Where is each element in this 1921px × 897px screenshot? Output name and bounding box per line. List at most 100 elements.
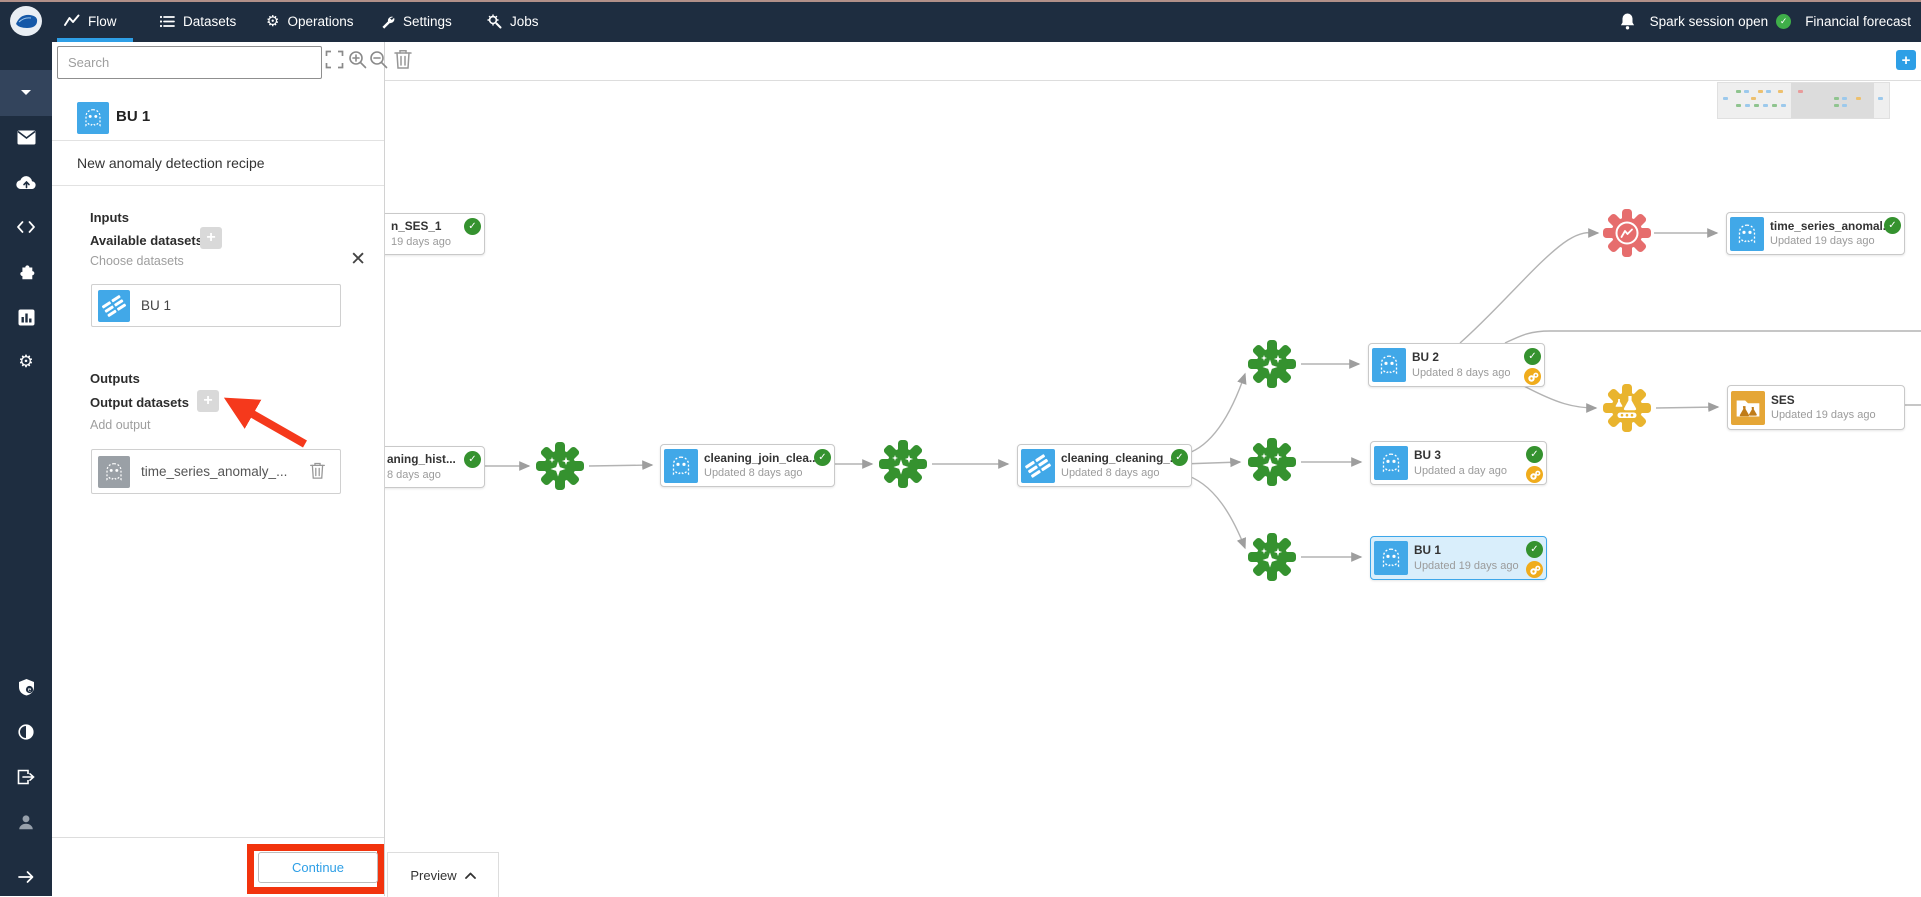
input-dataset-name: BU 1 bbox=[141, 298, 172, 313]
recipe-prepare-gear-icon[interactable] bbox=[536, 442, 584, 490]
charts-icon[interactable] bbox=[0, 300, 52, 334]
flow-node-bu-2[interactable]: BU 2 Updated 8 days ago ✓ bbox=[1368, 343, 1545, 387]
tab-settings[interactable]: Settings bbox=[380, 0, 452, 42]
node-name: BU 2 bbox=[1412, 350, 1439, 365]
collapse-caret-icon[interactable] bbox=[0, 76, 52, 110]
close-icon[interactable]: ✕ bbox=[350, 249, 366, 270]
node-subtitle: 19 days ago bbox=[391, 235, 451, 248]
flow-minimap[interactable] bbox=[1717, 82, 1890, 119]
dataset-ghost-icon bbox=[1372, 348, 1406, 382]
dataset-ghost-gray-icon bbox=[98, 455, 130, 488]
output-dataset-item[interactable]: time_series_anomaly_... bbox=[91, 449, 341, 494]
continue-button[interactable]: Continue bbox=[258, 852, 378, 883]
project-name[interactable]: Financial forecast bbox=[1805, 13, 1911, 29]
flow-node-cleaning-join[interactable]: cleaning_join_clea... Updated 8 days ago… bbox=[660, 444, 835, 487]
recipe-lab-gear-icon[interactable] bbox=[1603, 384, 1651, 432]
dataset-ghost-icon bbox=[1730, 216, 1764, 251]
flow-node-bu-3[interactable]: BU 3 Updated a day ago ✓ bbox=[1370, 441, 1547, 485]
metrics-badge-icon bbox=[1524, 368, 1541, 385]
add-output-button[interactable]: + bbox=[197, 390, 219, 412]
node-subtitle: Updated 19 days ago bbox=[1770, 235, 1875, 248]
user-icon[interactable] bbox=[0, 805, 52, 839]
recipe-prepare-gear-icon[interactable] bbox=[1248, 533, 1296, 581]
cloud-upload-icon[interactable] bbox=[0, 165, 52, 199]
recipe-panel: BU 1 New anomaly detection recipe ✕ Inpu… bbox=[52, 42, 385, 896]
output-datasets-label: Output datasets bbox=[90, 395, 189, 410]
spark-session-status[interactable]: Spark session open bbox=[1649, 13, 1769, 29]
flow-node-time-series-anomaly[interactable]: time_series_anomal... Updated 19 days ag… bbox=[1726, 212, 1905, 255]
tab-label: Datasets bbox=[183, 13, 237, 29]
dataset-ghost-icon bbox=[1374, 541, 1408, 575]
tab-flow[interactable]: Flow bbox=[64, 0, 117, 42]
search-input[interactable] bbox=[57, 46, 322, 79]
node-name: time_series_anomal... bbox=[1770, 218, 1893, 233]
dataset-ghost-icon bbox=[1374, 446, 1408, 480]
input-dataset-item[interactable]: BU 1 bbox=[91, 284, 341, 327]
minimap-viewport[interactable] bbox=[1791, 83, 1874, 118]
check-badge-icon: ✓ bbox=[1524, 348, 1541, 365]
node-subtitle: 8 days ago bbox=[387, 468, 441, 481]
available-datasets-label: Available datasets bbox=[90, 233, 203, 248]
node-subtitle: Updated 8 days ago bbox=[1061, 467, 1160, 480]
node-subtitle: Updated 19 days ago bbox=[1414, 559, 1519, 572]
contrast-icon[interactable] bbox=[0, 715, 52, 749]
chevron-up-icon bbox=[464, 872, 476, 879]
compliance-icon[interactable]: e bbox=[0, 670, 52, 704]
dataset-ghost-icon bbox=[77, 102, 109, 134]
annotation-box bbox=[247, 844, 384, 894]
flow-node-ses-model[interactable]: SES Updated 19 days ago bbox=[1727, 385, 1905, 430]
node-subtitle: Updated 8 days ago bbox=[1412, 366, 1511, 379]
spark-ok-icon: ✓ bbox=[1776, 13, 1792, 29]
code-icon[interactable] bbox=[0, 210, 52, 244]
dataset-layers-icon bbox=[98, 289, 130, 322]
recipe-title: New anomaly detection recipe bbox=[77, 154, 265, 171]
zoom-out-icon[interactable] bbox=[369, 50, 389, 70]
tab-label: Jobs bbox=[510, 13, 539, 29]
fit-to-screen-icon[interactable] bbox=[325, 50, 344, 69]
check-badge-icon: ✓ bbox=[1526, 446, 1543, 463]
saved-model-icon bbox=[1731, 390, 1765, 425]
inbox-icon[interactable] bbox=[0, 120, 52, 154]
panel-dataset-header: BU 1 bbox=[52, 95, 384, 141]
delete-trash-icon[interactable] bbox=[393, 48, 413, 70]
dataset-layers-icon bbox=[1021, 448, 1055, 483]
flow-node-bu-1-selected[interactable]: BU 1 Updated 19 days ago ✓ bbox=[1370, 536, 1547, 580]
preview-toggle[interactable]: Preview bbox=[387, 852, 499, 897]
window-top-edge bbox=[0, 0, 1921, 2]
top-navbar: Flow Datasets ⚙ Operations Settings Jobs… bbox=[0, 0, 1921, 42]
recipe-prepare-gear-icon[interactable] bbox=[879, 440, 927, 488]
add-input-button[interactable]: + bbox=[200, 227, 222, 249]
settings-gear-icon[interactable]: ⚙ bbox=[18, 351, 34, 372]
dataiku-logo[interactable] bbox=[8, 4, 44, 38]
preview-label: Preview bbox=[410, 867, 457, 883]
plugins-puzzle-icon[interactable] bbox=[0, 255, 52, 289]
metrics-badge-icon bbox=[1526, 466, 1543, 483]
tab-datasets[interactable]: Datasets bbox=[160, 0, 236, 42]
annotation-arrow bbox=[223, 397, 307, 448]
recipe-title-row: New anomaly detection recipe ✕ bbox=[52, 140, 384, 269]
flow-node-cleaning-cleaning[interactable]: cleaning_cleaning_... Updated 8 days ago… bbox=[1017, 444, 1192, 487]
check-badge-icon: ✓ bbox=[814, 449, 831, 466]
tab-operations[interactable]: ⚙ Operations bbox=[266, 0, 354, 42]
node-name: BU 3 bbox=[1414, 448, 1441, 463]
node-name: aning_hist... bbox=[387, 452, 456, 467]
flow-edges bbox=[483, 228, 1921, 562]
wrench-icon bbox=[382, 16, 395, 29]
delete-output-trash-icon[interactable] bbox=[309, 461, 326, 480]
expand-rail-icon[interactable] bbox=[0, 860, 52, 894]
svg-text:e: e bbox=[27, 687, 31, 694]
check-badge-icon: ✓ bbox=[1171, 449, 1188, 466]
node-name: n_SES_1 bbox=[391, 219, 442, 234]
zoom-in-icon[interactable] bbox=[348, 50, 368, 70]
sign-out-icon[interactable] bbox=[0, 760, 52, 794]
recipe-prepare-gear-icon[interactable] bbox=[1248, 438, 1296, 486]
active-tab-indicator bbox=[57, 38, 133, 42]
recipe-anomaly-detection-gear-icon[interactable] bbox=[1603, 209, 1651, 257]
tab-jobs[interactable]: Jobs bbox=[486, 0, 539, 42]
panel-footer-divider bbox=[52, 837, 384, 838]
bell-icon[interactable] bbox=[1619, 12, 1636, 30]
recipe-prepare-gear-icon[interactable] bbox=[1248, 340, 1296, 388]
add-flow-item-button[interactable]: + bbox=[1896, 50, 1916, 70]
node-subtitle: Updated 19 days ago bbox=[1771, 409, 1876, 422]
check-badge-icon: ✓ bbox=[1884, 217, 1901, 234]
